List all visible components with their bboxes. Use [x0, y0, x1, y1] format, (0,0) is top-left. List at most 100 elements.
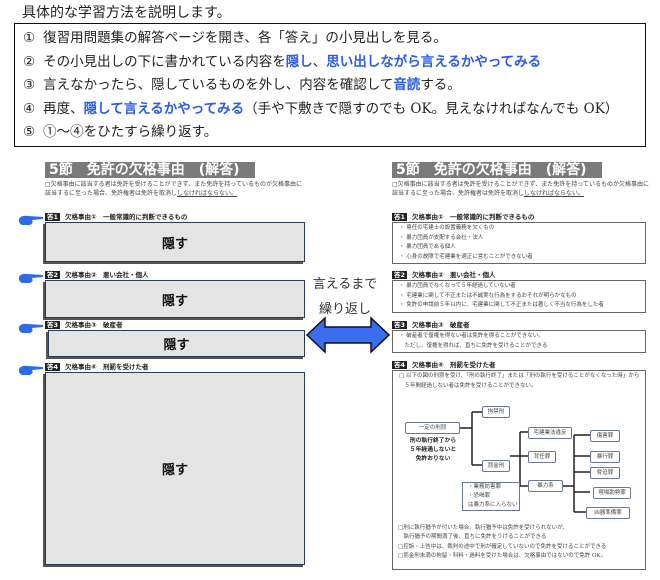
step-number: ④ — [23, 100, 36, 117]
answer-item: ・ 暴力団員でなくなって５年経過していない者 — [399, 283, 516, 289]
note-line: ５年経過しないと — [409, 447, 457, 453]
callout-line: ・業務妨害罪 — [468, 484, 502, 490]
section-title: 欠格事由③ 破産者 — [412, 321, 470, 329]
step-number: ① — [23, 30, 36, 46]
hide-label: 隠す — [163, 338, 190, 353]
lead-text: □欠格事由に該当する者は免許を受けることができず、また免許を持っているものが欠格… — [45, 181, 302, 197]
note: 執行猶予の期間満了後、直ちに免許をうけることができる — [398, 534, 547, 541]
left-page: 5節 免許の欠格事由 (解答) □欠格事由に該当する者は免許を受けることができず… — [45, 162, 305, 198]
step-number: ② — [23, 53, 36, 70]
step-item: ⑤ ①〜④をひたすら繰り返す。 — [23, 121, 637, 145]
step-text: する。 — [420, 77, 461, 93]
highlight-text: 思い出しながら言えるかやってみる — [326, 53, 542, 70]
node-boryoku: 暴力系 — [528, 480, 563, 492]
lead-underline: しなければならない。 — [177, 190, 238, 197]
repeat-label: 言えるまで 繰り返し — [305, 272, 385, 322]
pointing-hand-icon — [18, 323, 43, 333]
section-title: 欠格事由② 悪い会社・個人 — [412, 271, 496, 279]
repeat-line-1: 言えるまで — [312, 277, 378, 292]
intro-text: 具体的な学習方法を説明します。 — [22, 5, 231, 21]
answer-tag: 答3 — [392, 321, 408, 329]
hide-cover[interactable]: 隠す — [45, 372, 305, 565]
pointing-hand-icon — [18, 365, 43, 375]
callout-line: は暴力系に入らない — [468, 502, 518, 508]
answer-item: ただし、復権を得れば、直ちに免許を受けることができる — [399, 342, 548, 349]
answer-item: ・ 専任の宅建士の設置義務を欠くもの — [399, 225, 495, 231]
right-page: 5節 免許の欠格事由 (解答) □欠格事由に該当する者は免許を受けることができず… — [392, 162, 652, 198]
note: □刑に執行猶予が付いた場合、執行猶予中は免許を受けられないが、 — [398, 525, 569, 531]
node-root: 一定の刑罰 — [405, 422, 460, 434]
answer-tag: 答4 — [392, 361, 408, 369]
pointing-hand-icon — [18, 273, 43, 283]
answer-box: ・ 暴力団員でなくなって５年経過していない者・ 宅建業に関して不正または不誠実な… — [392, 280, 646, 313]
lead-underline: しなければならない。 — [524, 190, 585, 197]
section-heading: 答1 欠格事由① 一般常識的に判断できるもの — [392, 211, 534, 221]
section-title: 欠格事由④ 刑罰を受けた者 — [65, 363, 149, 371]
step-item: ② その小見出しの下に書かれている内容を隠し、思い出しながら言えるかやってみる — [23, 51, 637, 75]
hide-cover[interactable]: 隠す — [48, 330, 305, 357]
answer-box-4: □ 以下の図の刑罰を受け、「刑の執行終了」または「刑の執行を受けることがなくなっ… — [392, 370, 646, 570]
highlight-text: 隠し — [285, 53, 313, 70]
answer-item: ・ 心身の故障で宅建業を適正に営むことができない者 — [399, 253, 533, 260]
answer-tag: 答2 — [392, 271, 408, 279]
section-title: 欠格事由① 一般常識的に判断できるもの — [412, 213, 535, 221]
diagram-callout: ・業務妨害罪 ・恐喝罪 は暴力系に入らない — [462, 482, 520, 511]
node-v4: 現場助勢罪 — [593, 487, 631, 499]
node-hainin: 背任罪 — [528, 451, 556, 463]
lead-text: □欠格事由に該当する者は免許を受けることができず、また免許を持っているものが欠格… — [392, 181, 649, 197]
node-v5: 凶器準備罪 — [586, 507, 630, 519]
repeat-line-2: 繰り返し — [318, 302, 371, 317]
node-bakkin: 罰金刑 — [482, 460, 510, 472]
section-heading: 答4 欠格事由④ 刑罰を受けた者 — [45, 361, 149, 371]
answer-tag: 答1 — [45, 213, 61, 221]
page-title: 5節 免許の欠格事由 (解答) — [45, 162, 255, 178]
answer-item: ・ 暴力団員である個人 — [399, 244, 456, 250]
answer-tag: 答4 — [45, 363, 61, 371]
hand-marker — [18, 361, 44, 380]
step-text: 言えなかったら、隠しているものを外し、内容を確認して — [43, 77, 394, 93]
step-text: 、 — [312, 53, 327, 70]
note-line: 免許おりない — [415, 456, 451, 462]
hide-cover[interactable]: 隠す — [45, 280, 305, 318]
a4-intro-1: □ 以下の図の刑罰を受け、「刑の執行終了」または「刑の執行を受けることがなくなっ… — [399, 373, 640, 379]
section-heading: 答2 欠格事由② 悪い会社・個人 — [392, 269, 496, 279]
step-text: （手や下敷きで隠すのでも OK。見えなければなんでも OK） — [244, 100, 619, 117]
answer-box: ・ 破産者で復権を得ない者は免許を得ることができない。 ただし、復権を得れば、直… — [392, 330, 646, 353]
node-v2: 暴行罪 — [590, 451, 620, 463]
step-item: ① 復習用問題集の解答ページを開き、各「答え」の小見出しを見る。 — [23, 27, 637, 51]
answer-box: ・ 専任の宅建士の設置義務を欠くもの・ 暴力団員が支配する会社・法人・ 暴力団員… — [392, 222, 646, 264]
section-title: 欠格事由① 一般常識的に判断できるもの — [65, 213, 188, 221]
penalty-diagram-lines — [460, 411, 590, 513]
highlight-text: 音読 — [393, 77, 421, 93]
step-number: ⑤ — [23, 124, 36, 140]
note-line: 刑の執行終了から — [409, 438, 457, 444]
a4-notes: □刑に執行猶予が付いた場合、執行猶予中は免許を受けられないが、 執行猶予の期間満… — [398, 524, 606, 561]
hide-label: 隠す — [161, 236, 188, 252]
hide-label: 隠す — [161, 293, 188, 309]
step-text: その小見出しの下に書かれている内容を — [43, 53, 286, 70]
step-text: ①〜④をひたすら繰り返す。 — [43, 124, 218, 140]
page-lead: □欠格事由に該当する者は免許を受けることができず、また免許を持っているものが欠格… — [45, 180, 305, 198]
section-title: 欠格事由④ 刑罰を受けた者 — [412, 361, 496, 369]
step-text: 復習用問題集の解答ページを開き、各「答え」の小見出しを見る。 — [43, 30, 447, 46]
step-text: 再度、 — [43, 100, 84, 117]
note: □控訴・上告中は、裁判の途中で刑が確定していないので免許を受けることができる — [398, 543, 607, 550]
node-kinko: 拘禁刑 — [482, 406, 510, 418]
section-heading: 答3 欠格事由③ 破産者 — [392, 319, 470, 329]
node-v3: 脅迫罪 — [590, 467, 620, 479]
section-title: 欠格事由③ 破産者 — [65, 321, 123, 329]
answer-tag: 答1 — [392, 213, 408, 221]
hand-marker — [18, 269, 44, 288]
answer-item: ・ 宅建業に関して不正または不誠実な行為をするおそれが明らかなもの — [399, 292, 577, 299]
answer-tag: 答3 — [45, 321, 61, 329]
section-heading: 答3 欠格事由③ 破産者 — [45, 319, 123, 329]
a4-intro-2: ５年間経過しない者は免許を受けることができない。 — [399, 382, 537, 389]
hide-cover[interactable]: 隠す — [45, 222, 305, 262]
page-lead-right: □欠格事由に該当する者は免許を受けることができず、また免許を持っているものが欠格… — [392, 180, 652, 198]
answer-item: ・ 暴力団員が支配する会社・法人 — [399, 234, 484, 241]
diagram-note: 刑の執行終了から ５年経過しないと 免許おりない — [402, 437, 464, 464]
hide-label: 隠す — [161, 463, 188, 478]
